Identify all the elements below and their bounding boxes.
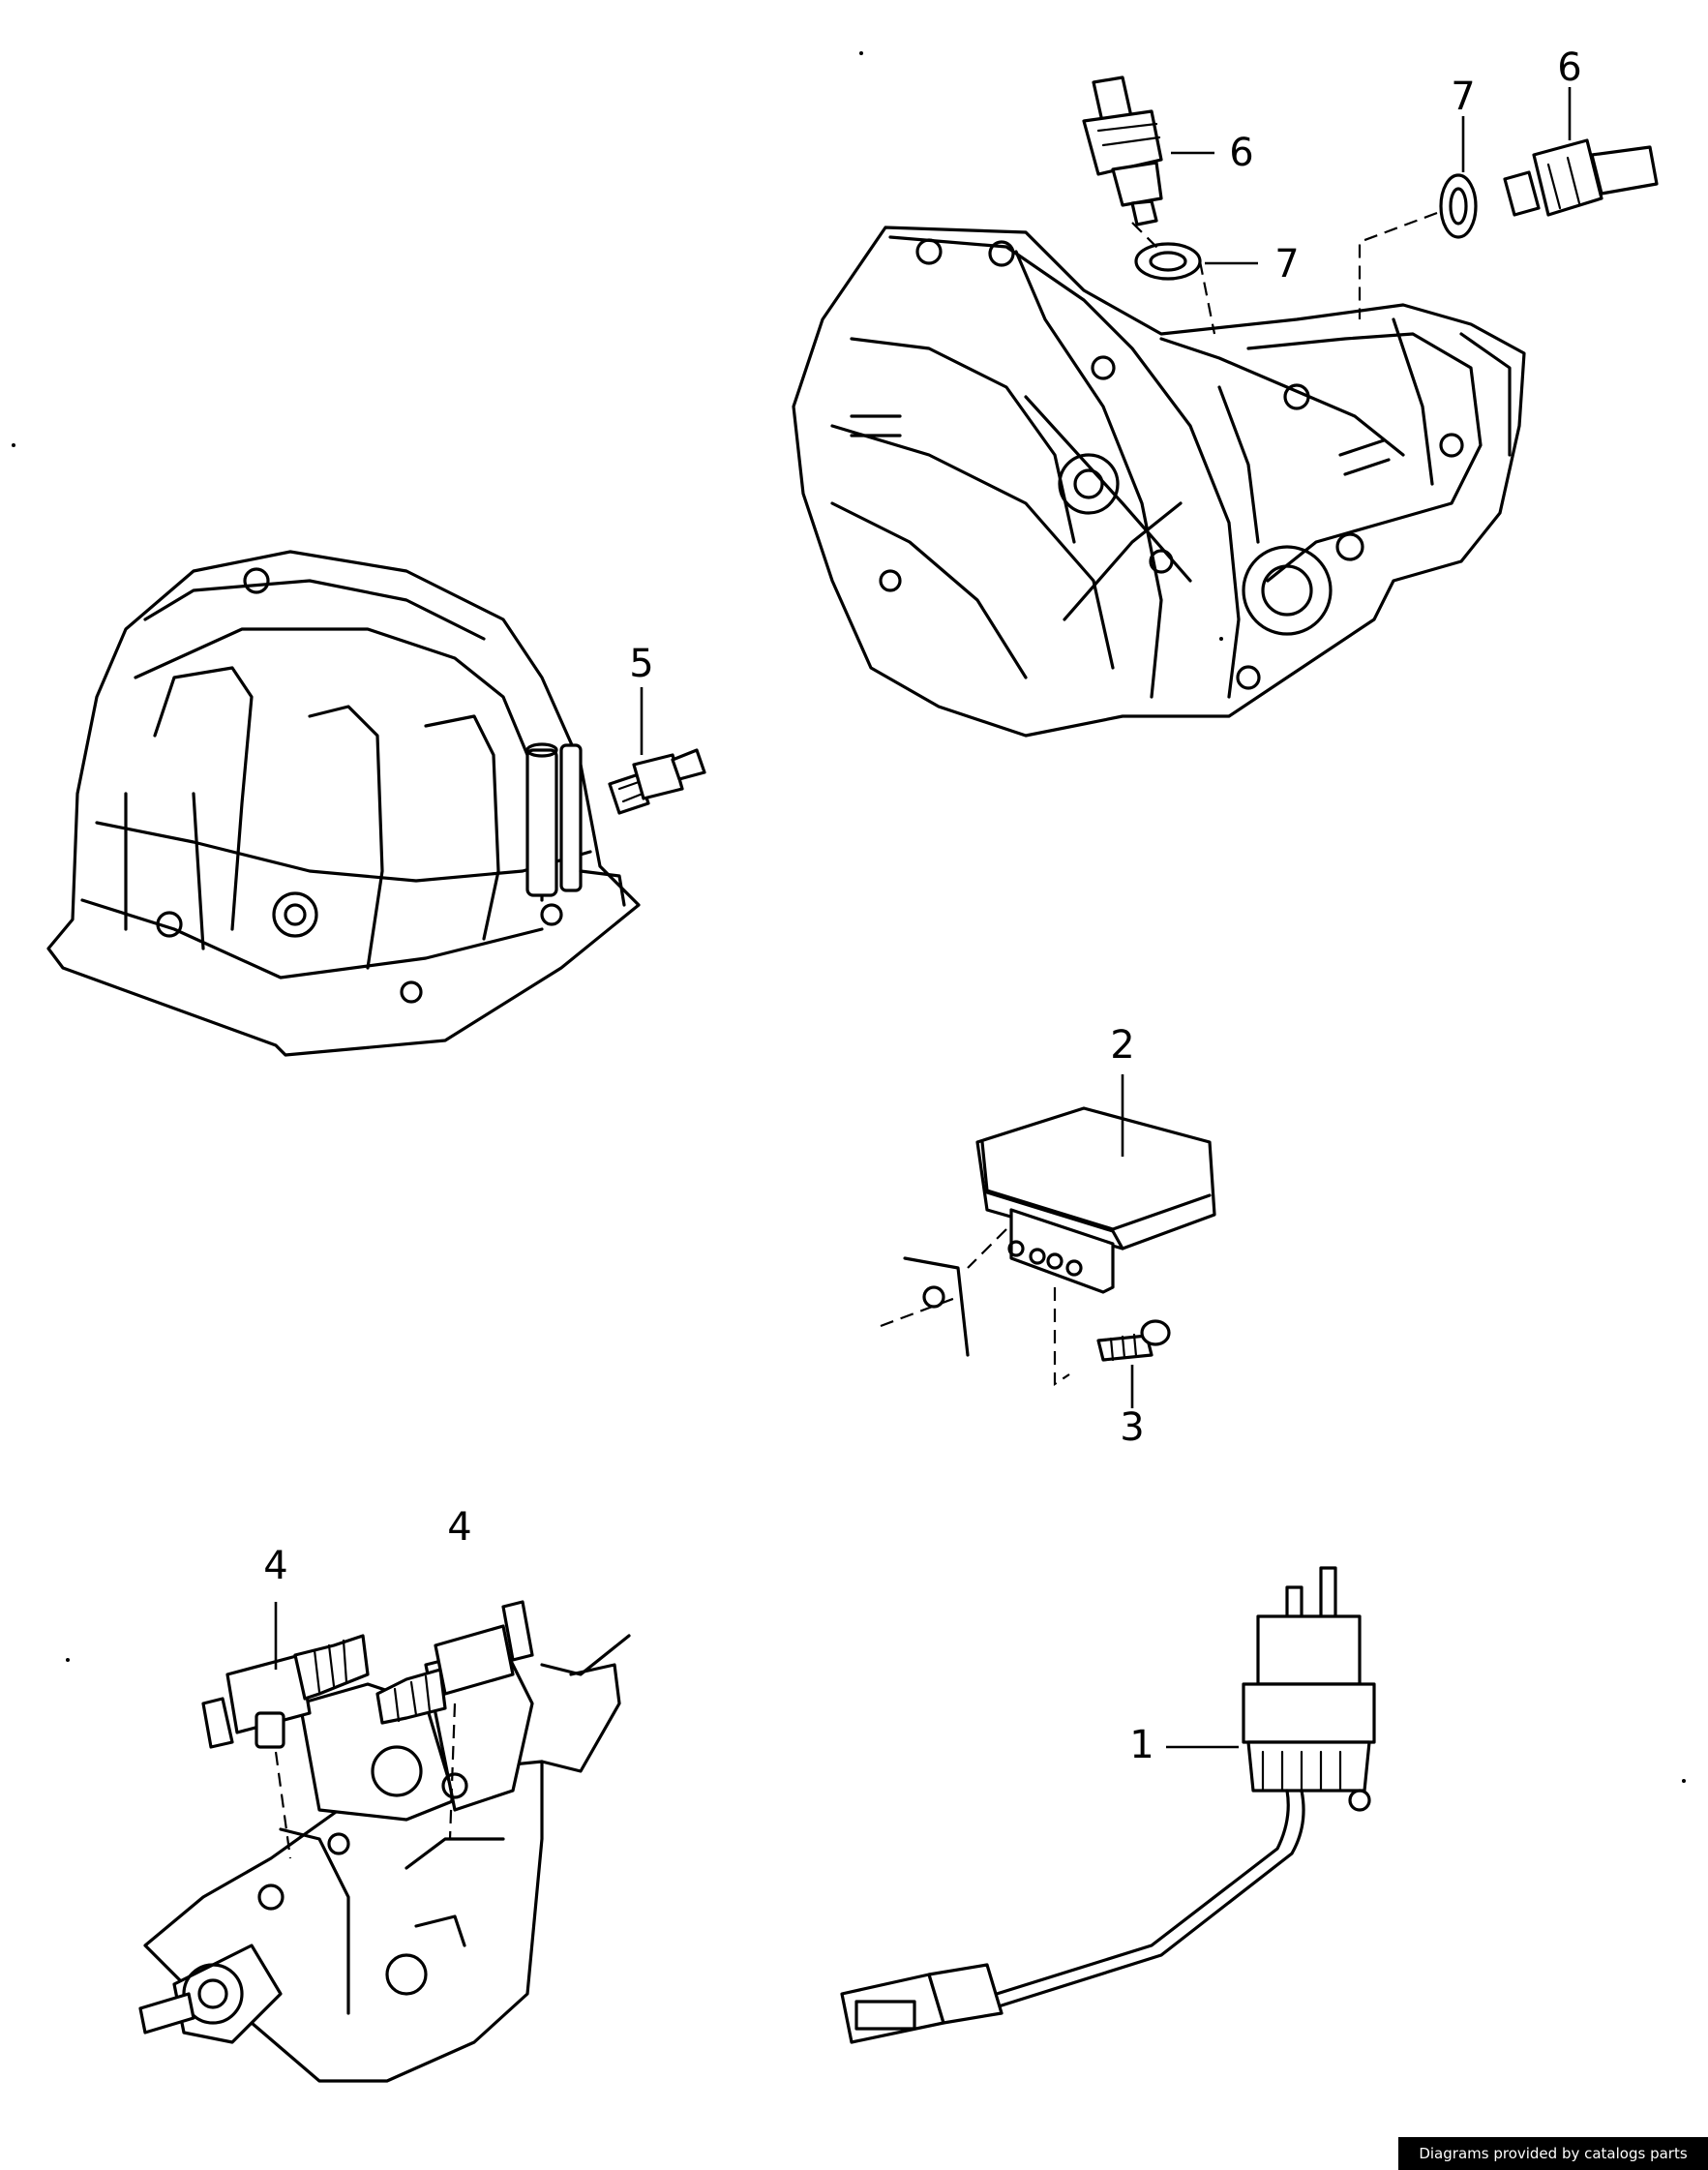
- callout-6-right: 6: [1557, 45, 1581, 90]
- speck: [1682, 1779, 1686, 1783]
- assembly-line-7-left: [1198, 260, 1216, 335]
- manual-gearbox-housing: [792, 226, 1526, 738]
- callout-7-left: 7: [1274, 242, 1299, 286]
- callout-6-left: 6: [1229, 131, 1253, 175]
- callout-3: 3: [1120, 1405, 1144, 1450]
- callout-7-right: 7: [1451, 75, 1475, 119]
- credit-banner: Diagrams provided by catalogs parts: [1398, 2137, 1708, 2170]
- temperature-sender-6-left: [1082, 75, 1163, 226]
- callout-1: 1: [1129, 1723, 1154, 1767]
- callout-5: 5: [629, 642, 653, 686]
- control-unit-2: [975, 1106, 1216, 1294]
- sealing-ring-7-left: [1134, 242, 1202, 281]
- assembly-line-6-left: [1131, 222, 1162, 253]
- sealing-ring-7-left-bore: [1149, 251, 1187, 272]
- assembly-line-7-right: [1358, 211, 1438, 319]
- speck: [66, 1658, 70, 1662]
- assembly-lines-2: [880, 1228, 1070, 1387]
- sealing-ring-7-right: [1439, 173, 1478, 239]
- sender-5: [608, 748, 706, 815]
- assembly-lines-4: [274, 1703, 457, 1859]
- mounting-bracket: [903, 1256, 970, 1357]
- automatic-transmission-housing: [46, 550, 641, 1057]
- screw-3: [1096, 1319, 1171, 1362]
- callout-4-left: 4: [263, 1544, 287, 1588]
- temperature-sender-6-right: [1503, 138, 1659, 217]
- injection-pump: [138, 1634, 631, 2083]
- sealing-ring-7-right-bore: [1449, 187, 1468, 226]
- speck: [859, 51, 863, 55]
- thermo-switch-1: [1242, 1566, 1376, 1812]
- speck: [1219, 637, 1223, 641]
- speck: [12, 443, 15, 447]
- callout-4-right: 4: [447, 1505, 471, 1550]
- connector-plug: [840, 1963, 1004, 2044]
- callout-2: 2: [1110, 1023, 1134, 1068]
- wiring-harness: [995, 1789, 1305, 2007]
- idle-speed-sensor-4-right: [375, 1600, 534, 1725]
